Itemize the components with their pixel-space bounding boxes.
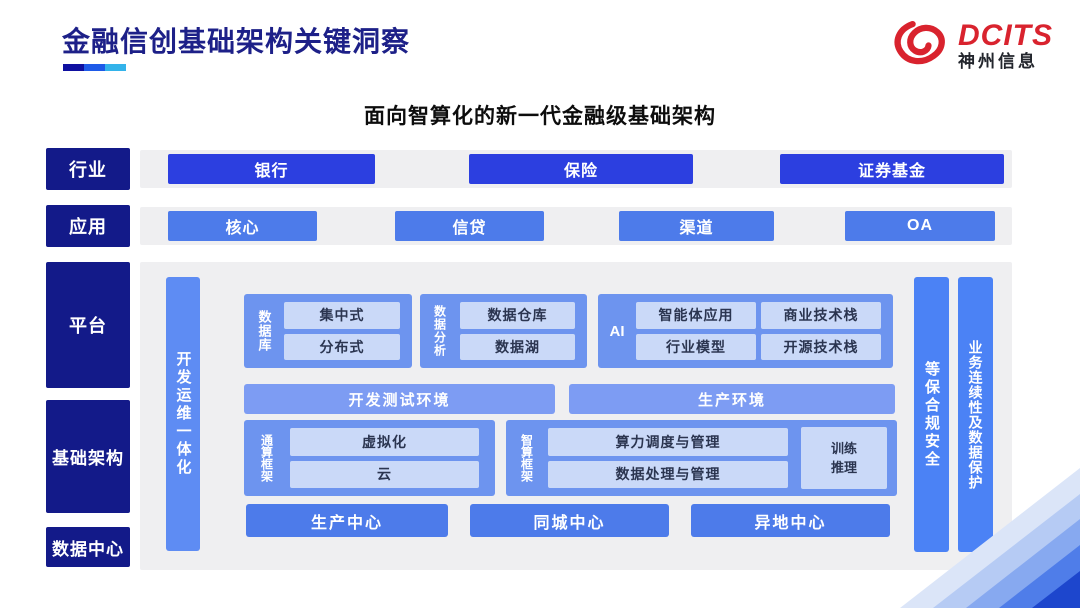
layer-label-industry: 行业 — [46, 148, 130, 190]
framework-item-virtualization: 虚拟化 — [290, 428, 479, 456]
security-compliance-bar: 等保合规安全 — [914, 277, 949, 552]
framework-item-data-processing: 数据处理与管理 — [548, 460, 788, 488]
center-same-city: 同城中心 — [470, 504, 669, 537]
analytics-group-label: 数据分析 — [432, 305, 447, 357]
application-item-channel: 渠道 — [619, 211, 774, 241]
diagram-subtitle: 面向智算化的新一代金融级基础架构 — [364, 105, 716, 128]
page-title: 金融信创基础架构关键洞察 — [62, 26, 411, 57]
database-group-label: 数据库 — [256, 310, 272, 352]
ai-item-commercial-stack: 商业技术栈 — [761, 302, 881, 329]
framework-item-training-inference: 训练推理 — [801, 427, 887, 489]
ai-item-agent-apps: 智能体应用 — [636, 302, 756, 329]
industry-item-securities: 证券基金 — [780, 154, 1004, 184]
database-item-distributed: 分布式 — [284, 333, 400, 360]
production-env-bar: 生产环境 — [569, 384, 895, 414]
layer-label-platform: 平台 — [46, 262, 130, 388]
business-continuity-bar: 业务连续性及数据保护 — [958, 277, 993, 552]
dev-test-env-bar: 开发测试环境 — [244, 384, 555, 414]
analytics-group: 数据分析 数据仓库 数据湖 — [420, 294, 587, 368]
logo-text: DCITS 神州信息 — [958, 20, 1053, 71]
underline-segment — [105, 64, 126, 71]
center-remote: 异地中心 — [691, 504, 890, 537]
framework-item-compute-scheduling: 算力调度与管理 — [548, 428, 788, 456]
application-item-oa: OA — [845, 211, 995, 241]
underline-segment — [84, 64, 105, 71]
database-items: 集中式 分布式 — [284, 294, 412, 368]
database-group: 数据库 集中式 分布式 — [244, 294, 412, 368]
layer-label-application: 应用 — [46, 205, 130, 247]
platform-panel: 开发运维一体化 数据库 集中式 分布式 数据分析 数据仓库 数据湖 AI — [140, 262, 1012, 570]
industry-item-insurance: 保险 — [469, 154, 693, 184]
analytics-item-lake: 数据湖 — [460, 333, 575, 360]
application-item-core: 核心 — [168, 211, 317, 241]
general-framework-label: 通算框架 — [259, 434, 274, 482]
application-item-credit: 信贷 — [395, 211, 544, 241]
ai-group: AI 智能体应用 商业技术栈 行业模型 开源技术栈 — [598, 294, 893, 368]
intelligent-framework-group: 智算框架 算力调度与管理 数据处理与管理 训练推理 — [506, 420, 897, 496]
industry-item-bank: 银行 — [168, 154, 375, 184]
layer-label-infrastructure: 基础架构 — [46, 400, 130, 513]
general-framework-group: 通算框架 虚拟化 云 — [244, 420, 495, 496]
intelligent-framework-items: 算力调度与管理 数据处理与管理 — [548, 420, 798, 496]
layer-label-datacenter: 数据中心 — [46, 527, 130, 567]
analytics-item-warehouse: 数据仓库 — [460, 302, 575, 329]
analytics-items: 数据仓库 数据湖 — [460, 294, 587, 368]
ai-item-opensource-stack: 开源技术栈 — [761, 333, 881, 360]
intelligent-framework-label: 智算框架 — [519, 434, 534, 482]
center-production: 生产中心 — [246, 504, 448, 537]
database-item-centralized: 集中式 — [284, 302, 400, 329]
logo-brand: DCITS — [958, 18, 1053, 52]
underline-segment — [63, 64, 84, 71]
general-framework-items: 虚拟化 云 — [290, 420, 495, 496]
ai-items: 智能体应用 商业技术栈 行业模型 开源技术栈 — [636, 294, 893, 368]
framework-item-cloud: 云 — [290, 460, 479, 488]
devops-vertical-bar-label: 开发运维一体化 — [174, 351, 192, 477]
title-underline — [63, 64, 126, 71]
swirl-logo-icon — [891, 16, 949, 75]
devops-vertical-bar: 开发运维一体化 — [166, 277, 200, 551]
dcits-logo: DCITS 神州信息 — [891, 16, 1053, 75]
logo-company: 神州信息 — [958, 52, 1038, 72]
security-compliance-bar-label: 等保合规安全 — [923, 360, 940, 469]
business-continuity-bar-label: 业务连续性及数据保护 — [967, 339, 984, 490]
ai-item-industry-models: 行业模型 — [636, 333, 756, 360]
ai-group-label: AI — [609, 322, 625, 340]
